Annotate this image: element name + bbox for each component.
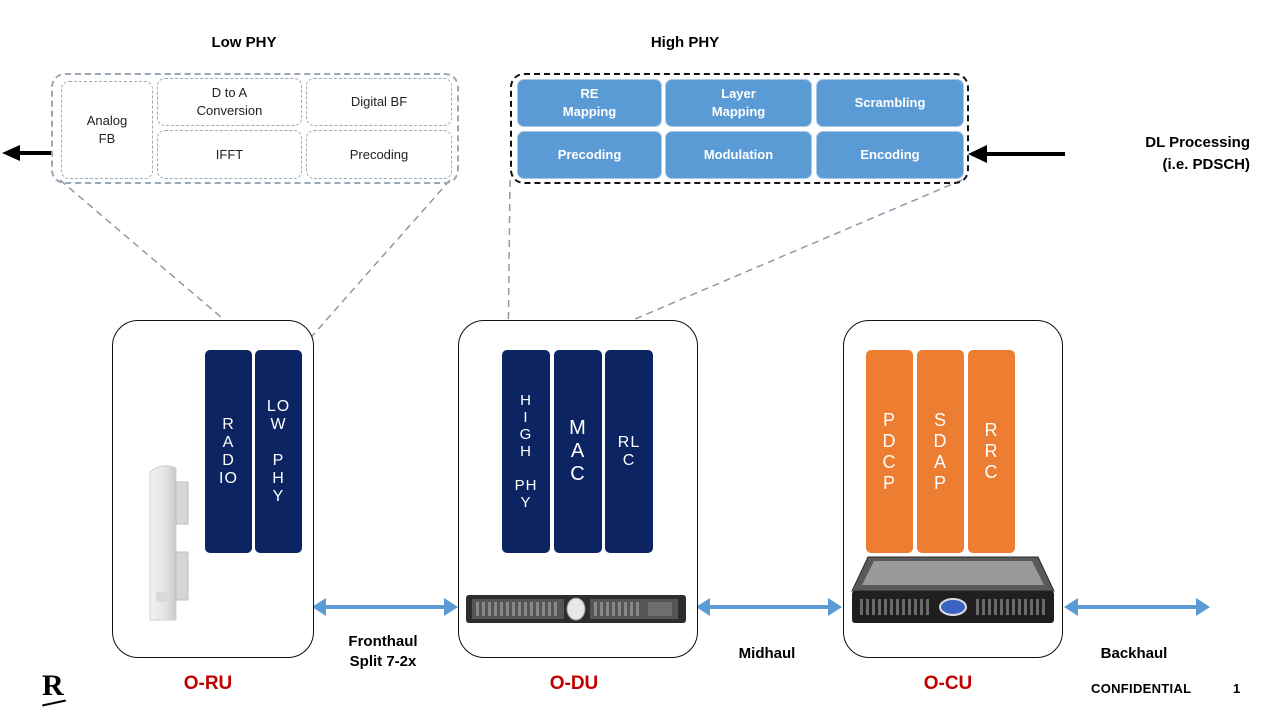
low-phy-group: Analog FB D to A Conversion Digital BF I…	[51, 73, 459, 184]
pdcp-column: P D C P	[866, 350, 913, 553]
oru-label: O-RU	[183, 673, 233, 694]
d-to-a-conversion-block: D to A Conversion	[157, 78, 302, 126]
rrc-column-label: R R C	[984, 420, 999, 482]
high-phy-column: H I G H PH Y	[502, 350, 550, 553]
fronthaul-label-line2: Split 7-2x	[349, 653, 417, 670]
company-logo: R	[42, 669, 64, 702]
sdap-column-label: S D A P	[933, 409, 948, 493]
dl-input-arrow	[968, 145, 1065, 163]
high-precoding-block: Precoding	[517, 131, 662, 179]
modulation-block: Modulation	[665, 131, 812, 179]
rack-server-icon	[466, 595, 686, 623]
re-mapping-block: RE Mapping	[517, 79, 662, 127]
low-phy-column-label: LO W P H Y	[266, 397, 291, 505]
midhaul-label: Midhaul	[738, 645, 796, 662]
midhaul-arrow	[696, 598, 842, 616]
confidential-label: CONFIDENTIAL	[1091, 681, 1192, 696]
rlc-column: RL C	[605, 350, 653, 553]
output-arrow-left	[2, 145, 51, 161]
encoding-block: Encoding	[816, 131, 964, 179]
low-phy-column: LO W P H Y	[255, 350, 302, 553]
low-precoding-block: Precoding	[306, 130, 452, 179]
backhaul-label: Backhaul	[1100, 645, 1168, 662]
high-phy-group: RE Mapping Layer Mapping Scrambling Prec…	[510, 73, 969, 184]
pdcp-column-label: P D C P	[882, 409, 897, 493]
digital-bf-block: Digital BF	[306, 78, 452, 126]
odu-label: O-DU	[549, 673, 599, 694]
radio-column-label: R A D IO	[219, 415, 238, 487]
layer-mapping-block: Layer Mapping	[665, 79, 812, 127]
ifft-block: IFFT	[157, 130, 302, 179]
high-phy-column-label: H I G H PH Y	[514, 392, 538, 511]
page-number: 1	[1233, 681, 1241, 696]
high-phy-title: High PHY	[650, 34, 720, 51]
low-phy-zoom-line-right	[297, 179, 451, 353]
ocu-label: O-CU	[923, 673, 973, 694]
antenna-icon	[149, 465, 189, 621]
rlc-column-label: RL C	[617, 433, 641, 469]
dl-processing-line1: DL Processing	[1145, 134, 1250, 151]
server-appliance-icon	[851, 556, 1055, 623]
mac-column-label: M A C	[569, 417, 587, 485]
dl-processing-line2: (i.e. PDSCH)	[1162, 156, 1250, 173]
analog-fb-block: Analog FB	[61, 81, 153, 179]
radio-column: R A D IO	[205, 350, 252, 553]
sdap-column: S D A P	[917, 350, 964, 553]
fronthaul-label: Fronthaul Split 7-2x	[330, 632, 436, 672]
fronthaul-label-line1: Fronthaul	[348, 633, 418, 650]
backhaul-arrow	[1064, 598, 1210, 616]
rrc-column: R R C	[968, 350, 1015, 553]
dl-processing-label: DL Processing (i.e. PDSCH)	[1145, 132, 1250, 176]
low-phy-title: Low PHY	[211, 34, 277, 51]
mac-column: M A C	[554, 350, 602, 553]
scrambling-block: Scrambling	[816, 79, 964, 127]
fronthaul-arrow	[312, 598, 458, 616]
